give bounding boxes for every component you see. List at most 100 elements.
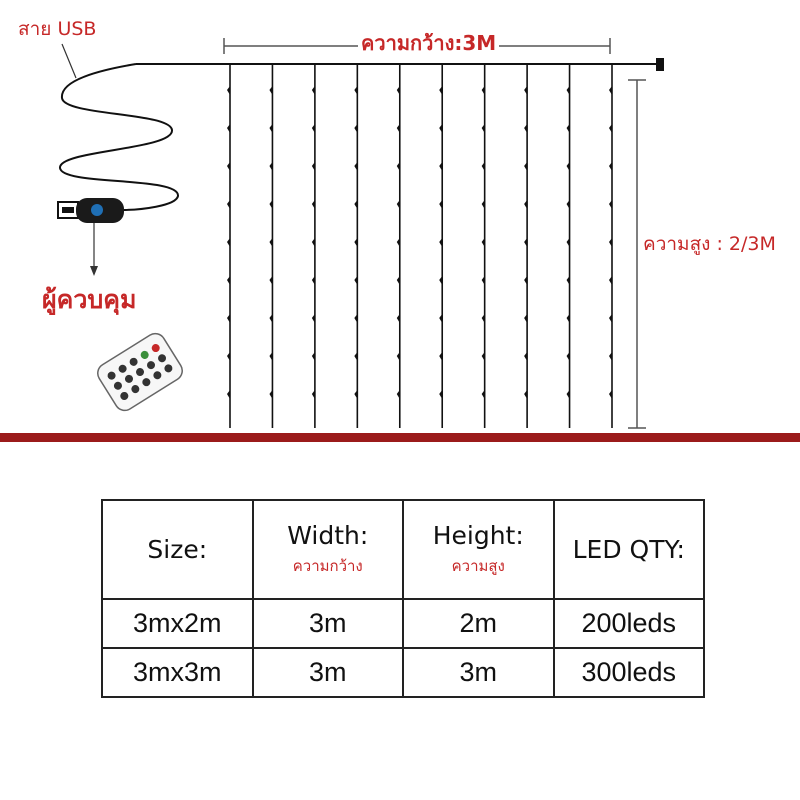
header-led-qty-label: LED QTY: [572, 535, 685, 564]
led-bulb [609, 200, 612, 209]
header-height-label: Height: [432, 521, 524, 550]
controller-label: ผู้ควบคุม [42, 285, 137, 314]
led-bulb [269, 314, 273, 323]
led-bulb [269, 124, 273, 133]
header-size: Size: [101, 499, 254, 600]
led-bulb [439, 390, 443, 399]
led-bulb [481, 314, 485, 323]
led-bulb [396, 124, 400, 133]
header-size-label: Size: [147, 535, 208, 564]
led-bulb [354, 352, 358, 361]
spec-table: Size: Width: ความกว้าง Height: ความสูง L… [101, 499, 705, 698]
led-bulb [439, 238, 443, 247]
height-label: ความสูง : 2/3M [643, 233, 776, 256]
remote-button [129, 357, 138, 366]
led-bulb [227, 86, 230, 95]
led-bulb [524, 352, 528, 361]
led-bulb [609, 162, 612, 171]
usb-cable [58, 63, 180, 211]
led-bulb [566, 390, 570, 399]
led-bulb [566, 276, 570, 285]
led-bulb [481, 124, 485, 133]
led-bulb [524, 390, 528, 399]
led-bulb [609, 314, 612, 323]
cell-height: 3m [402, 647, 555, 698]
led-bulb [311, 124, 315, 133]
remote-button [151, 344, 160, 353]
led-bulb [227, 238, 230, 247]
led-bulb [481, 390, 485, 399]
table-row: 3mx2m 3m 2m 200leds [101, 598, 705, 649]
cell-width: 3m [251, 598, 404, 649]
led-bulb [481, 352, 485, 361]
led-bulb [439, 200, 443, 209]
header-width: Width: ความกว้าง [251, 499, 404, 600]
remote-button [153, 371, 162, 380]
led-bulb [354, 390, 358, 399]
led-bulb [311, 276, 315, 285]
led-bulb [354, 86, 358, 95]
cell-size: 3mx3m [101, 647, 254, 698]
led-bulb [609, 390, 612, 399]
controller-pointer [90, 222, 98, 276]
led-bulb [396, 86, 400, 95]
cell-width: 3m [251, 647, 404, 698]
led-bulb [524, 86, 528, 95]
led-bulb [227, 124, 230, 133]
led-bulb [269, 352, 273, 361]
led-bulb [396, 200, 400, 209]
led-bulb [311, 86, 315, 95]
cell-led-qty: 200leds [552, 598, 705, 649]
led-bulb [311, 200, 315, 209]
curtain-light-diagram: สาย USB ความกว้าง:3M ความสูง : 2/3M ผู้ค… [18, 18, 776, 429]
cell-led-qty: 300leds [552, 647, 705, 698]
led-bulb [396, 238, 400, 247]
usb-plug-icon [57, 198, 124, 223]
remote-control-icon [97, 332, 183, 412]
remote-button [131, 385, 140, 394]
led-bulb [609, 238, 612, 247]
header-height: Height: ความสูง [402, 499, 555, 600]
led-bulb [354, 200, 358, 209]
light-strands [227, 64, 613, 428]
led-bulb [566, 352, 570, 361]
usb-cable-label: สาย USB [18, 18, 97, 40]
led-bulb [524, 200, 528, 209]
led-bulb [311, 390, 315, 399]
led-bulb [269, 200, 273, 209]
remote-button [142, 378, 151, 387]
end-cap-icon [656, 58, 664, 71]
led-bulb [566, 200, 570, 209]
led-bulb [227, 352, 230, 361]
led-bulb [354, 162, 358, 171]
led-bulb [566, 124, 570, 133]
led-bulb [354, 276, 358, 285]
led-bulb [227, 276, 230, 285]
cell-height: 2m [402, 598, 555, 649]
led-bulb [481, 86, 485, 95]
led-bulb [481, 238, 485, 247]
led-bulb [269, 86, 273, 95]
remote-button [147, 361, 156, 370]
header-width-label: Width: [287, 521, 369, 550]
led-bulb [269, 276, 273, 285]
remote-button [140, 350, 149, 359]
led-bulb [354, 238, 358, 247]
header-height-sublabel: ความสูง [451, 557, 505, 575]
led-bulb [311, 314, 315, 323]
led-bulb [311, 162, 315, 171]
led-bulb [609, 124, 612, 133]
led-bulb [439, 314, 443, 323]
led-bulb [227, 162, 230, 171]
remote-button [107, 371, 116, 380]
led-bulb [609, 276, 612, 285]
led-bulb [439, 162, 443, 171]
led-bulb [269, 390, 273, 399]
led-bulb [227, 200, 230, 209]
led-bulb [311, 352, 315, 361]
led-bulb [396, 352, 400, 361]
led-bulb [524, 276, 528, 285]
led-bulb [439, 352, 443, 361]
cell-size: 3mx2m [101, 598, 254, 649]
header-led-qty: LED QTY: [552, 499, 705, 600]
